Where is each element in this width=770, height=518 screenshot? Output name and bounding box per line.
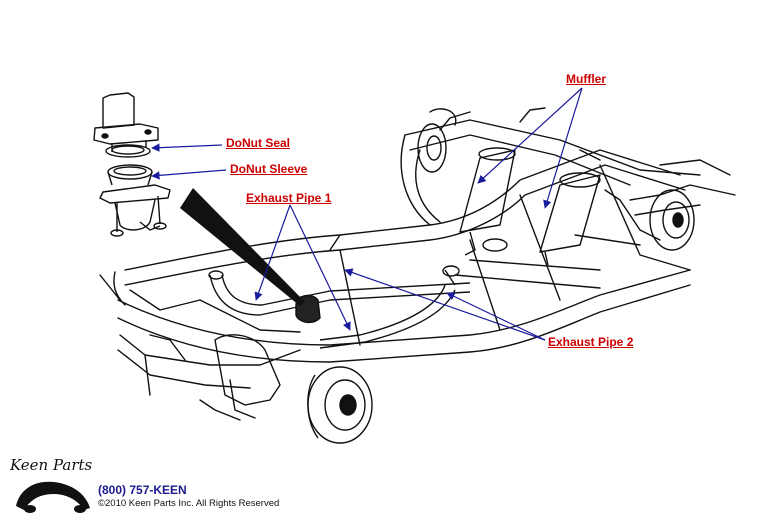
donut-seal-link[interactable]: DoNut Seal [226, 136, 291, 150]
detail-pointer [180, 188, 305, 306]
exhaust-pipe-1-leader-1 [254, 204, 291, 301]
phone-number: (800) 757-KEEN [98, 483, 187, 497]
exhaust-pipe-1-link[interactable]: Exhaust Pipe 1 [246, 191, 332, 205]
keen-parts-logo: Keen Parts [9, 456, 93, 513]
donut-sleeve-leader [151, 169, 227, 180]
exhaust-pipe-2-leader-1 [344, 268, 546, 341]
rear-wheel [649, 189, 695, 251]
exhaust-pipe-1-leader-2 [289, 204, 351, 331]
chassis-frame [99, 107, 736, 421]
leader-lines [151, 87, 583, 341]
svg-text:Keen Parts: Keen Parts [9, 456, 93, 474]
donut-sleeve-link[interactable]: DoNut Sleeve [230, 162, 308, 176]
front-wheel [307, 366, 373, 444]
muffler-leader-1 [477, 87, 583, 184]
donut-assembly [93, 92, 171, 237]
muffler-leader-2 [543, 87, 583, 209]
exhaust-pipe-2-leader-2 [446, 292, 546, 341]
donut-seal-leader [151, 143, 223, 152]
muffler-link[interactable]: Muffler [566, 72, 606, 86]
exhaust-pipe-2-link[interactable]: Exhaust Pipe 2 [548, 335, 634, 349]
rear-wheel-far [417, 123, 447, 173]
copyright-text: ©2010 Keen Parts Inc. All Rights Reserve… [98, 498, 280, 509]
